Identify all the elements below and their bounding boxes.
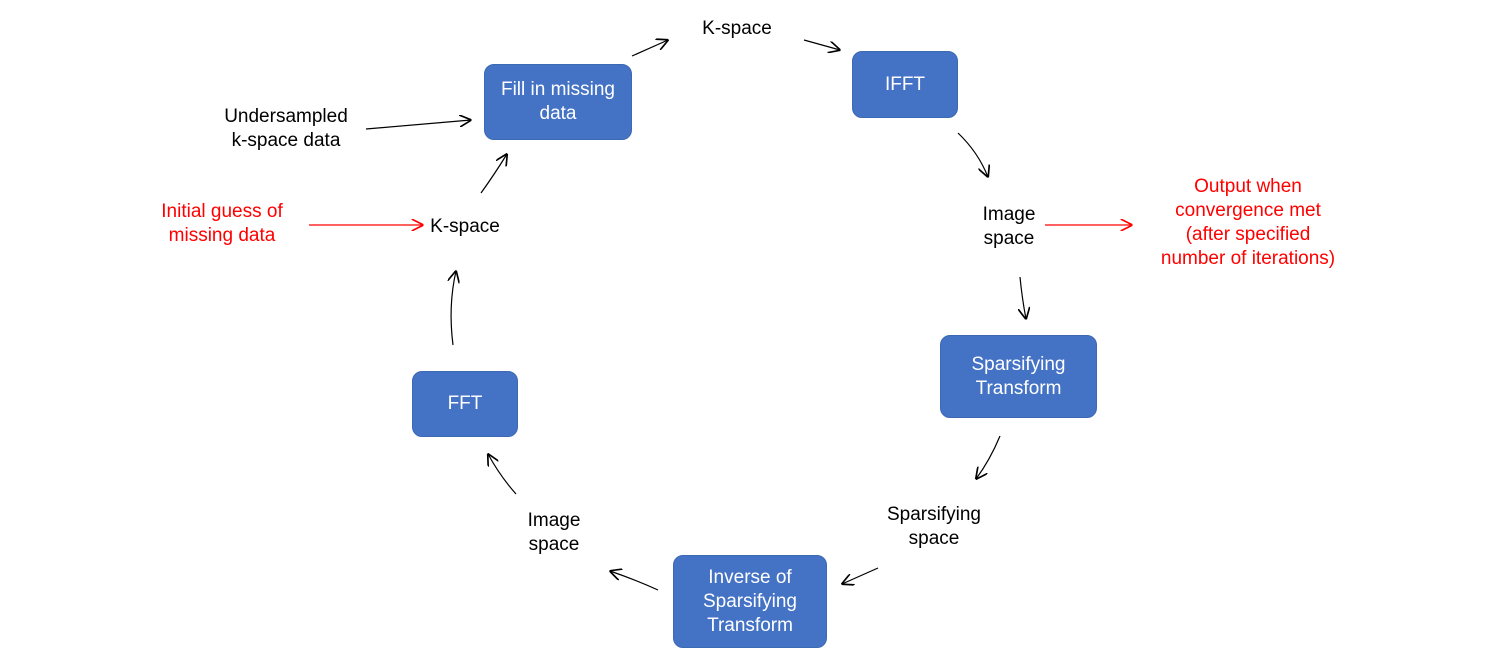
arrow-undersampled-to-fill xyxy=(365,120,471,130)
arrow-fft-to-kspace xyxy=(451,271,456,346)
output-label: Output when convergence met (after speci… xyxy=(1160,176,1336,269)
kspace-label-top: K-space xyxy=(702,18,772,39)
arrow-inverse-to-image-space xyxy=(610,571,659,591)
ifft-box: IFFT xyxy=(852,51,958,118)
image-space-label-left: Image space xyxy=(527,510,581,555)
arrow-kspace-to-ifft xyxy=(803,39,840,50)
sparsifying-space-label: Sparsifying space xyxy=(887,504,981,549)
arrow-image-space-to-fft xyxy=(488,454,517,495)
fft-box: FFT xyxy=(412,371,518,437)
arrow-sparsifying-space-to-inverse xyxy=(842,567,879,584)
arrow-fill-to-kspace xyxy=(631,40,668,57)
sparsifying-transform-box: Sparsifying Transform xyxy=(940,335,1097,418)
image-space-label-right: Image space xyxy=(982,204,1036,249)
arrow-ifft-to-image-space xyxy=(957,132,988,177)
kspace-label-left: K-space xyxy=(430,216,500,237)
inverse-sparsifying-transform-box: Inverse of Sparsifying Transform xyxy=(673,555,827,648)
arrow-kspace-to-fill xyxy=(480,154,507,194)
arrow-sparsifying-transform-to-sparsifying-space xyxy=(976,435,1001,479)
undersampled-data-label: Undersampled k-space data xyxy=(224,106,348,151)
initial-guess-label: Initial guess of missing data xyxy=(161,201,283,246)
arrow-image-space-to-sparsifying-transform xyxy=(1020,276,1026,319)
fill-missing-data-box: Fill in missing data xyxy=(484,64,632,140)
